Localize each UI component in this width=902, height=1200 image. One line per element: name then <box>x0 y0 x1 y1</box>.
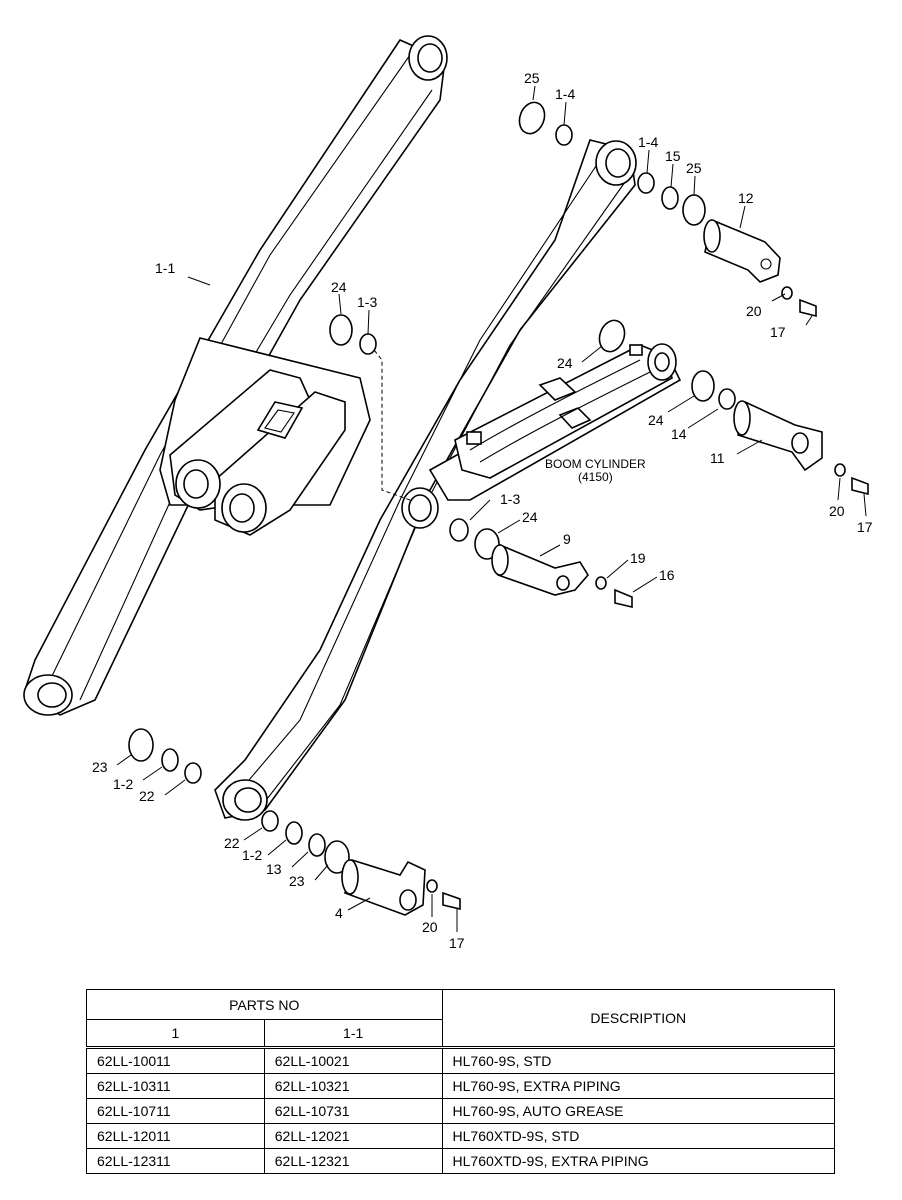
callout-22: 22 <box>139 788 155 804</box>
part-1-header: 1 <box>86 1019 265 1048</box>
part-1-cell: 62LL-10011 <box>86 1046 265 1074</box>
callout-1-3: 1-3 <box>357 294 377 310</box>
callout-25: 25 <box>686 160 702 176</box>
table-row: 62LL-12311 62LL-12321 HL760XTD-9S, EXTRA… <box>86 1148 836 1174</box>
rings <box>128 101 736 874</box>
parts-no-header: PARTS NO <box>86 989 443 1020</box>
callout-1-1: 1-1 <box>155 260 175 276</box>
boom-arm-front <box>214 139 637 821</box>
callout-12: 12 <box>738 190 754 206</box>
part-1-1-cell: 62LL-10021 <box>263 1046 443 1074</box>
part-1-cell: 62LL-10311 <box>86 1073 265 1099</box>
hardware <box>426 286 869 911</box>
callout-1-4: 1-4 <box>638 134 658 150</box>
callout-labels: 1-1 25 1-4 1-4 15 25 12 20 17 24 1-3 24 … <box>92 70 873 951</box>
callout-24: 24 <box>331 279 347 295</box>
callout-20: 20 <box>746 303 762 319</box>
leader-lines <box>116 85 867 932</box>
boom-cross-tube <box>159 337 371 536</box>
description-cell: HL760-9S, STD <box>441 1046 836 1074</box>
callout-1-4: 1-4 <box>555 86 575 102</box>
description-cell: HL760-9S, AUTO GREASE <box>441 1098 836 1124</box>
callout-16: 16 <box>659 567 675 583</box>
callout-24: 24 <box>648 412 664 428</box>
description-cell: HL760-9S, EXTRA PIPING <box>441 1073 836 1099</box>
cylinder-caption: BOOM CYLINDER <box>545 457 646 471</box>
parts-table: PARTS NO DESCRIPTION 1 1-1 62LL-10011 62… <box>86 989 836 1174</box>
part-1-cell: 62LL-10711 <box>86 1098 265 1124</box>
part-1-1-cell: 62LL-10731 <box>263 1098 443 1124</box>
callout-17: 17 <box>770 324 786 340</box>
cylinder-code: (4150) <box>578 470 613 484</box>
callout-13: 13 <box>266 861 282 877</box>
description-header: DESCRIPTION <box>441 989 836 1048</box>
callout-23: 23 <box>289 873 305 889</box>
callout-24: 24 <box>557 355 573 371</box>
exploded-parts-diagram: BOOM CYLINDER (4150) <box>23 35 873 951</box>
callout-25: 25 <box>524 70 540 86</box>
callout-1-3: 1-3 <box>500 491 520 507</box>
table-row: 62LL-10711 62LL-10731 HL760-9S, AUTO GRE… <box>86 1098 836 1124</box>
description-cell: HL760XTD-9S, STD <box>441 1123 836 1149</box>
table-row: 62LL-10311 62LL-10321 HL760-9S, EXTRA PI… <box>86 1073 836 1099</box>
callout-1-2: 1-2 <box>113 776 133 792</box>
callout-17: 17 <box>449 935 465 951</box>
callout-1-2: 1-2 <box>242 847 262 863</box>
callout-20: 20 <box>422 919 438 935</box>
description-cell: HL760XTD-9S, EXTRA PIPING <box>441 1148 836 1174</box>
callout-19: 19 <box>630 550 646 566</box>
part-1-cell: 62LL-12011 <box>86 1123 265 1149</box>
pins <box>341 218 823 916</box>
callout-15: 15 <box>665 148 681 164</box>
callout-24: 24 <box>522 509 538 525</box>
table-row: 62LL-10011 62LL-10021 HL760-9S, STD <box>86 1046 836 1074</box>
part-1-1-cell: 62LL-10321 <box>263 1073 443 1099</box>
callout-22: 22 <box>224 835 240 851</box>
part-1-1-cell: 62LL-12021 <box>263 1123 443 1149</box>
callout-4: 4 <box>335 905 343 921</box>
table-header-row: PARTS NO DESCRIPTION <box>86 989 836 1048</box>
callout-23: 23 <box>92 759 108 775</box>
part-1-1-cell: 62LL-12321 <box>263 1148 443 1174</box>
callout-17: 17 <box>857 519 873 535</box>
callout-11: 11 <box>710 450 725 466</box>
callout-14: 14 <box>671 426 687 442</box>
callout-9: 9 <box>563 531 571 547</box>
part-1-1-header: 1-1 <box>263 1019 443 1048</box>
table-row: 62LL-12011 62LL-12021 HL760XTD-9S, STD <box>86 1123 836 1149</box>
boom-cylinder <box>428 343 682 501</box>
part-1-cell: 62LL-12311 <box>86 1148 265 1174</box>
callout-20: 20 <box>829 503 845 519</box>
